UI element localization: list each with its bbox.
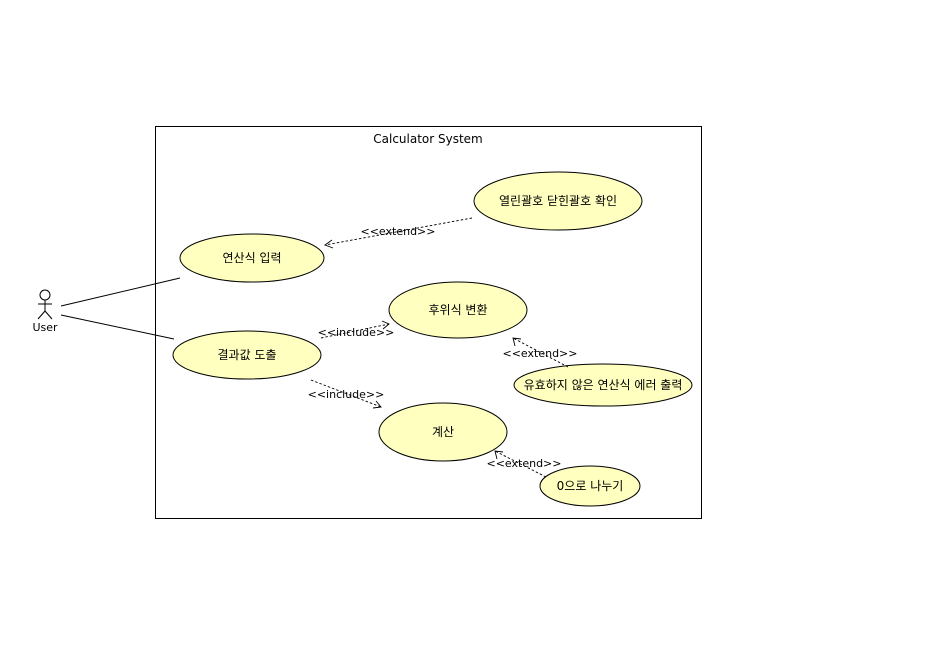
- include-result-to-postfix: [320, 320, 390, 339]
- include-result-to-calculate: [310, 379, 382, 409]
- include-calculate-label: <<include>>: [308, 388, 385, 401]
- usecase-check-parentheses-label: 열린괄호 닫힌괄호 확인: [499, 194, 617, 208]
- usecase-calculate-label: 계산: [432, 425, 454, 439]
- usecase-postfix-conversion: [388, 281, 528, 339]
- usecase-divide-by-zero: [539, 465, 641, 507]
- usecase-divide-by-zero-label: 0으로 나누기: [557, 479, 624, 493]
- usecase-input-expression-label: 연산식 입력: [222, 251, 281, 265]
- association-user-result: [60, 314, 175, 340]
- usecase-calculate: [378, 402, 508, 462]
- extend-check-label: <<extend>>: [361, 225, 436, 238]
- usecase-invalid-expression-error: [513, 363, 693, 407]
- include-postfix-label: <<include>>: [318, 326, 395, 339]
- extend-zero-label: <<extend>>: [487, 457, 562, 470]
- usecase-invalid-expression-error-label: 유효하지 않은 연산식 에러 출력: [524, 378, 683, 392]
- usecase-check-parentheses: [473, 171, 643, 231]
- system-title: Calculator System: [373, 132, 483, 146]
- extend-invalid-to-postfix: [512, 337, 569, 368]
- usecase-postfix-conversion-label: 후위식 변환: [428, 303, 487, 317]
- association-user-input: [60, 277, 181, 307]
- user-actor: [37, 289, 53, 320]
- usecase-derive-result: [172, 330, 322, 380]
- extend-zero-to-calculate: [494, 450, 547, 478]
- usecase-derive-result-label: 결과값 도출: [217, 348, 276, 362]
- extend-invalid-label: <<extend>>: [503, 347, 578, 360]
- extend-check-to-input: [324, 217, 473, 249]
- actor-label: User: [32, 321, 58, 334]
- usecase-input-expression: [179, 233, 325, 283]
